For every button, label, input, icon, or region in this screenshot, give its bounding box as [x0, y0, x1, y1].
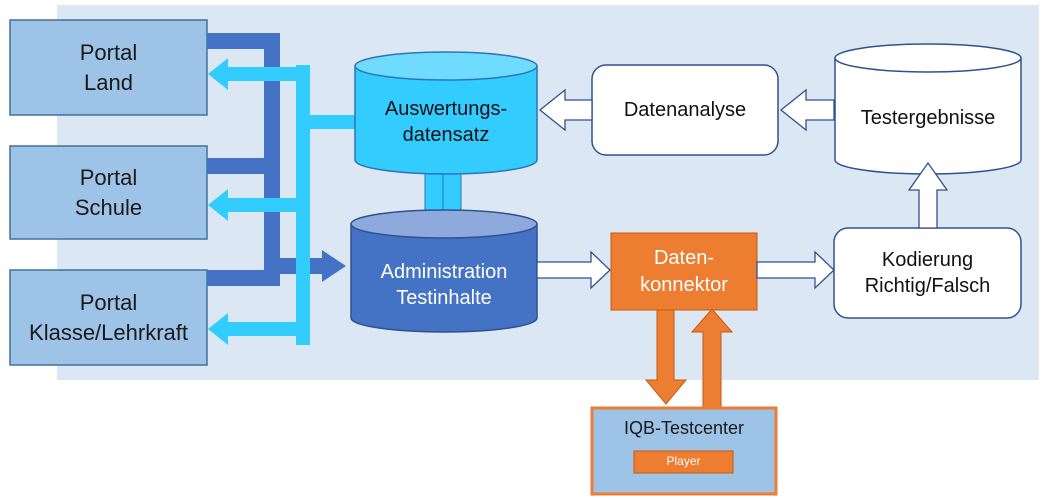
player-label: Player: [666, 454, 701, 469]
portal-land-label: Portal Land: [79, 40, 138, 95]
arrow-kodierung-to-ergebnisse: [907, 161, 949, 229]
portal-klasse-label: Portal Klasse/Lehrkraft: [29, 290, 188, 345]
player-box: [633, 450, 734, 474]
arrow-analyse-to-auswertung: [538, 88, 593, 132]
cyan-connector-bus: [208, 58, 356, 345]
arrow-konnektor-to-testcenter: [644, 309, 688, 405]
auswertung-cylinder: [354, 51, 538, 175]
testergebnisse-cylinder: [834, 43, 1022, 175]
datenanalyse-label: Datenanalyse: [623, 98, 747, 121]
arrow-to-portal-klasse: [208, 313, 228, 345]
portal-schule-box: [9, 145, 208, 240]
portal-klasse-box: [9, 269, 208, 366]
arrow-ergebnisse-to-analyse: [779, 88, 835, 132]
datenkonnektor-box: [610, 232, 758, 311]
administration-label: Administration Testinhalte: [380, 260, 508, 309]
testcenter-label: IQB-Testcenter: [623, 418, 745, 439]
portal-schule-label: Portal Schule: [74, 165, 143, 220]
arrow-to-portal-land: [208, 58, 228, 90]
administration-cylinder: [350, 209, 538, 333]
portal-land-box: [9, 19, 208, 116]
blue-connector-bus: [207, 33, 346, 286]
arrow-administration-to-konnektor: [536, 250, 611, 290]
arrow-to-administration: [322, 250, 346, 282]
auswertung-label: Auswertungs- datensatz: [384, 97, 508, 146]
arrow-to-portal-schule: [208, 189, 228, 221]
datenkonnektor-label: Daten- konnektor: [640, 247, 728, 296]
testergebnisse-label: Testergebnisse: [860, 106, 996, 129]
arrow-konnektor-to-kodierung: [756, 250, 835, 290]
kodierung-label: Kodierung Richtig/Falsch: [864, 248, 991, 297]
arrow-testcenter-to-konnektor: [690, 308, 734, 409]
